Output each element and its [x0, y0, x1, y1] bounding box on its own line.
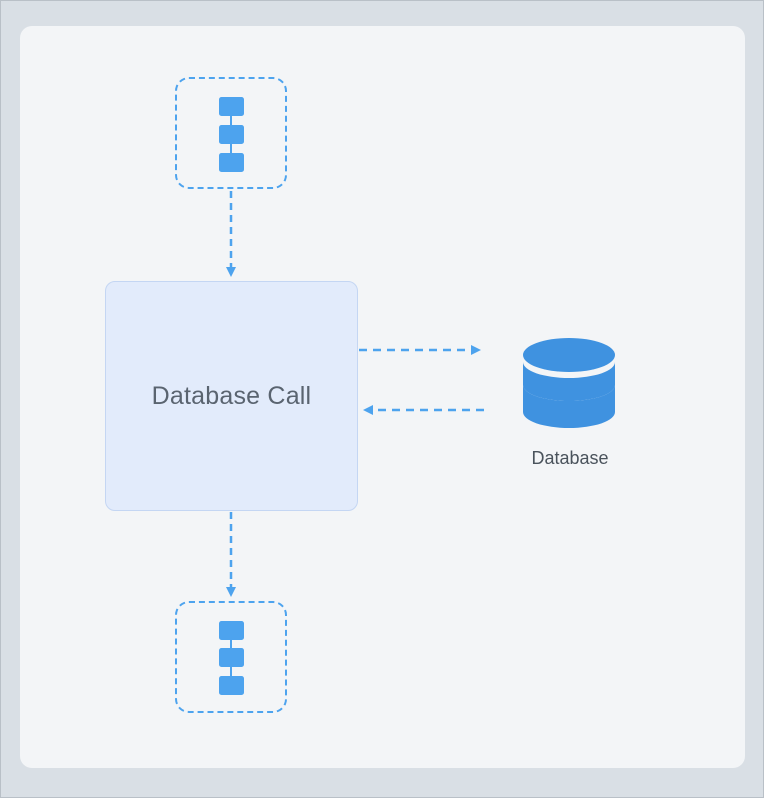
database-label: Database: [531, 448, 609, 468]
input-step-node[interactable]: [175, 77, 287, 189]
database-call-node[interactable]: Database Call: [105, 281, 358, 511]
database-call-label: Database Call: [151, 381, 312, 410]
output-step-node[interactable]: [175, 601, 287, 713]
